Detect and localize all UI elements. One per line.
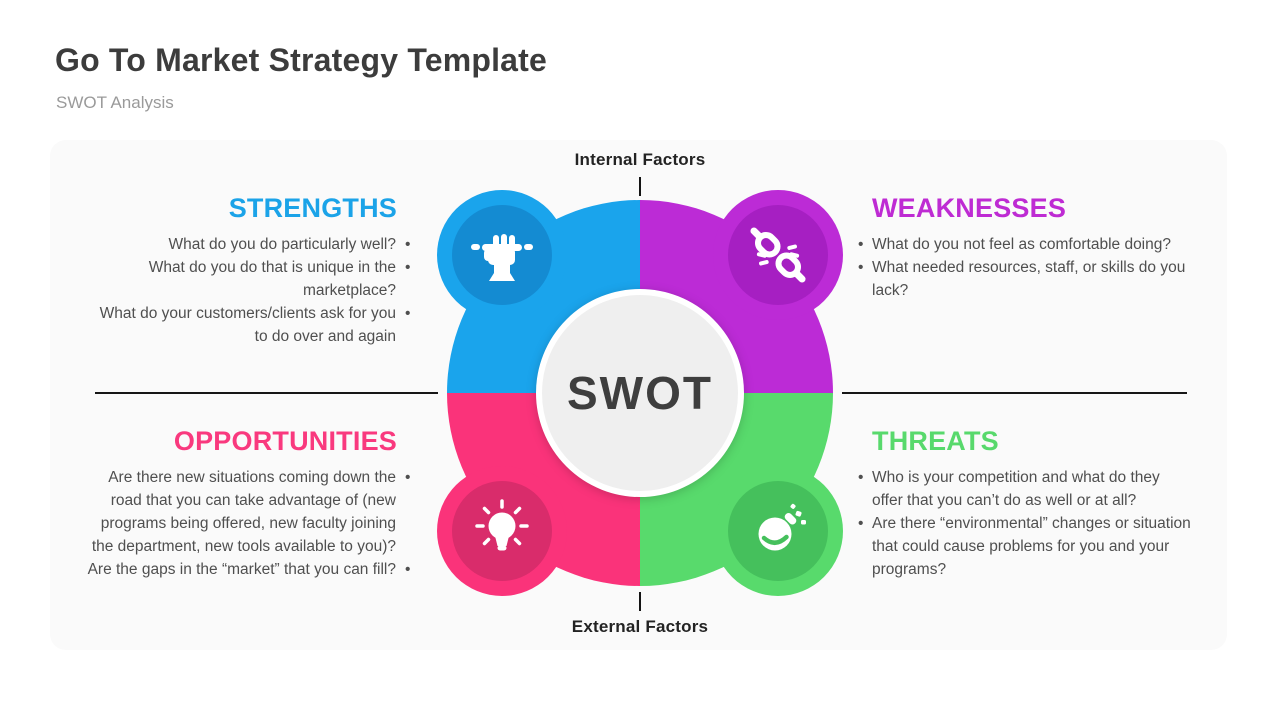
list-item: Are there new situations coming down the…	[85, 466, 411, 558]
bullet-dot: •	[405, 259, 411, 276]
list-item-text: Are there new situations coming down the…	[91, 469, 396, 555]
threats-heading: THREATS	[872, 426, 999, 456]
list-item: • Who is your competition and what do th…	[858, 466, 1192, 512]
list-item: What do your customers/clients ask for y…	[85, 302, 411, 348]
external-factors-label: External Factors	[571, 617, 709, 636]
bullet-dot: •	[405, 469, 411, 486]
list-item: What do you do that is unique in the mar…	[85, 256, 411, 302]
bullet-dot: •	[858, 259, 864, 276]
broken-chain-icon	[750, 227, 806, 283]
internal-factors-tick	[639, 177, 641, 196]
divider-line-right	[842, 392, 1187, 394]
list-item: What do you do particularly well? •	[85, 233, 411, 256]
bullet-dot: •	[858, 515, 864, 532]
list-item-text: Are the gaps in the “market” that you ca…	[87, 561, 396, 578]
strengths-heading: STRENGTHS	[228, 193, 397, 223]
list-item: • What needed resources, staff, or skill…	[858, 256, 1192, 302]
weaknesses-icon-disc	[728, 205, 828, 305]
weaknesses-list: • What do you not feel as comfortable do…	[858, 233, 1192, 302]
weaknesses-heading: WEAKNESSES	[872, 193, 1067, 223]
threats-list: • Who is your competition and what do th…	[858, 466, 1192, 581]
list-item: • What do you not feel as comfortable do…	[858, 233, 1192, 256]
list-item-text: Who is your competition and what do they…	[872, 469, 1160, 509]
strengths-list: What do you do particularly well? • What…	[85, 233, 411, 348]
swot-label: SWOT	[567, 367, 713, 419]
opportunities-heading: OPPORTUNITIES	[173, 426, 397, 456]
list-item: Are the gaps in the “market” that you ca…	[85, 558, 411, 581]
bullet-dot: •	[405, 236, 411, 253]
bullet-dot: •	[858, 236, 864, 253]
page-title: Go To Market Strategy Template	[55, 42, 548, 78]
threats-section: THREATS • Who is your competition and wh…	[858, 425, 1192, 581]
list-item-text: What do you do that is unique in the mar…	[148, 259, 396, 299]
list-item-text: Are there “environmental” changes or sit…	[872, 515, 1191, 578]
lightbulb-icon	[475, 499, 529, 551]
weaknesses-section: WEAKNESSES • What do you not feel as com…	[858, 192, 1192, 302]
list-item-text: What do you do particularly well?	[168, 236, 396, 253]
list-item-text: What do you not feel as comfortable doin…	[872, 236, 1171, 253]
list-item-text: What do your customers/clients ask for y…	[99, 305, 396, 345]
bullet-dot: •	[405, 561, 411, 578]
fist-icon	[471, 234, 533, 281]
page-subtitle: SWOT Analysis	[56, 93, 174, 112]
internal-factors-label: Internal Factors	[574, 150, 706, 169]
bomb-icon	[758, 503, 806, 551]
opportunities-list: Are there new situations coming down the…	[85, 466, 411, 581]
external-factors-tick	[639, 592, 641, 611]
bullet-dot: •	[405, 305, 411, 322]
center-circle	[536, 289, 744, 497]
swot-diagram: SWOT	[437, 190, 843, 596]
bullet-dot: •	[858, 469, 864, 486]
list-item: • Are there “environmental” changes or s…	[858, 512, 1192, 581]
opportunities-section: OPPORTUNITIES Are there new situations c…	[85, 425, 411, 581]
list-item-text: What needed resources, staff, or skills …	[872, 259, 1186, 299]
strengths-section: STRENGTHS What do you do particularly we…	[85, 192, 411, 348]
divider-line-left	[95, 392, 438, 394]
